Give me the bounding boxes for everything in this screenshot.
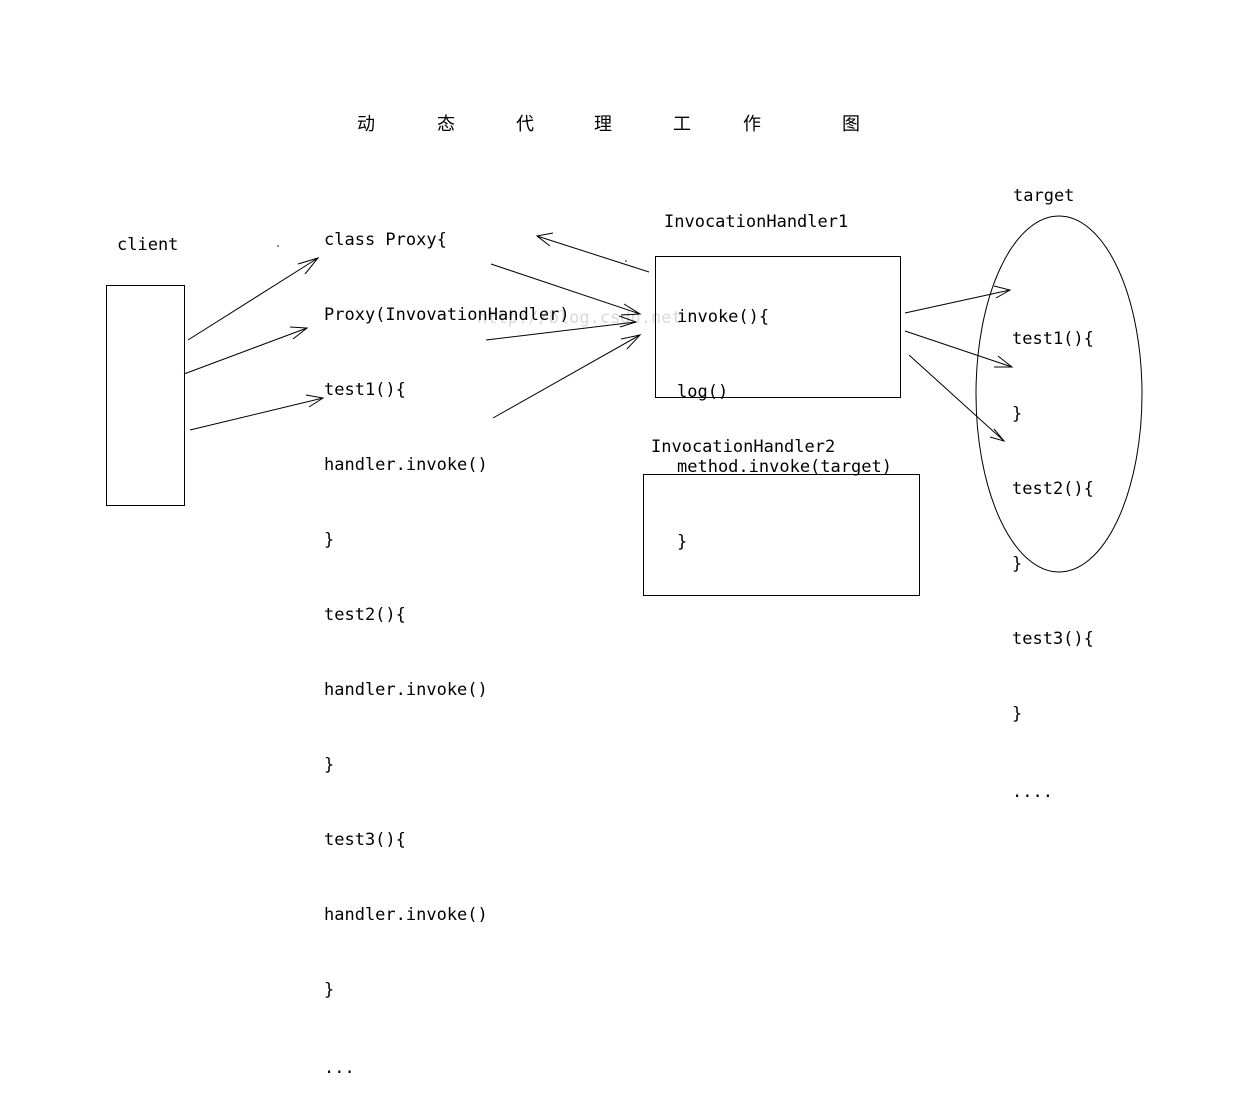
title-char: 动: [357, 114, 375, 135]
proxy-line: Proxy(InvovationHandler): [324, 305, 570, 325]
title-char: 代: [516, 114, 534, 135]
handler1-label: InvocationHandler1: [664, 212, 849, 232]
proxy-line: test3(){: [324, 830, 406, 850]
arrow-handler1-test2: [904, 330, 1014, 368]
title-char: 理: [594, 114, 612, 135]
diagram-title: 动 态 代 理 工 作 图: [0, 110, 1244, 136]
proxy-line: }: [324, 530, 335, 550]
handler1-box: [655, 256, 901, 398]
stray-dot: [277, 245, 279, 247]
arrow-handler1-test3: [908, 354, 1006, 442]
handler1-line: invoke(){: [677, 307, 770, 327]
arrow-invoke3-handler1: [492, 334, 642, 419]
diagram-wires: [183, 215, 1143, 573]
arrow-handler1-proxy: [535, 232, 650, 273]
proxy-line: handler.invoke(): [324, 905, 488, 925]
arrow-handler1-test1: [904, 285, 1012, 314]
client-label: client: [117, 235, 179, 255]
title-char: 图: [842, 114, 860, 135]
arrow-invoke1-handler1: [490, 263, 642, 316]
proxy-line: class Proxy{: [324, 230, 447, 250]
arrow-client-test3: [189, 394, 325, 431]
handler1-code: invoke(){ log() method.invoke(target) }: [677, 255, 892, 580]
title-char: 态: [437, 114, 455, 135]
handler1-line: method.invoke(target): [677, 457, 892, 477]
proxy-line: }: [324, 980, 335, 1000]
proxy-line: ...: [324, 1058, 355, 1078]
target-line: }: [1012, 404, 1023, 424]
proxy-line: test1(){: [324, 380, 406, 400]
client-box: [106, 285, 185, 506]
target-ellipse: [975, 215, 1143, 573]
proxy-line: handler.invoke(): [324, 680, 488, 700]
target-line: ....: [1012, 782, 1053, 802]
handler2-label: InvocationHandler2: [651, 437, 836, 457]
target-line: test2(){: [1012, 479, 1094, 499]
arrow-client-test2: [183, 326, 309, 375]
title-char: 工: [673, 114, 691, 135]
target-line: test1(){: [1012, 329, 1094, 349]
target-line: }: [1012, 704, 1023, 724]
handler1-line: }: [677, 532, 688, 552]
handler1-line: log(): [677, 382, 729, 402]
target-label: target: [1013, 186, 1075, 206]
stray-dot: [625, 260, 627, 262]
title-char: 作: [743, 114, 761, 135]
arrow-client-test1: [187, 257, 320, 341]
proxy-line: handler.invoke(): [324, 455, 488, 475]
handler2-box: [643, 474, 920, 596]
target-line: test3(){: [1012, 629, 1094, 649]
arrow-invoke2-handler1: [485, 315, 638, 341]
target-line: }: [1012, 554, 1023, 574]
proxy-line: }: [324, 755, 335, 775]
